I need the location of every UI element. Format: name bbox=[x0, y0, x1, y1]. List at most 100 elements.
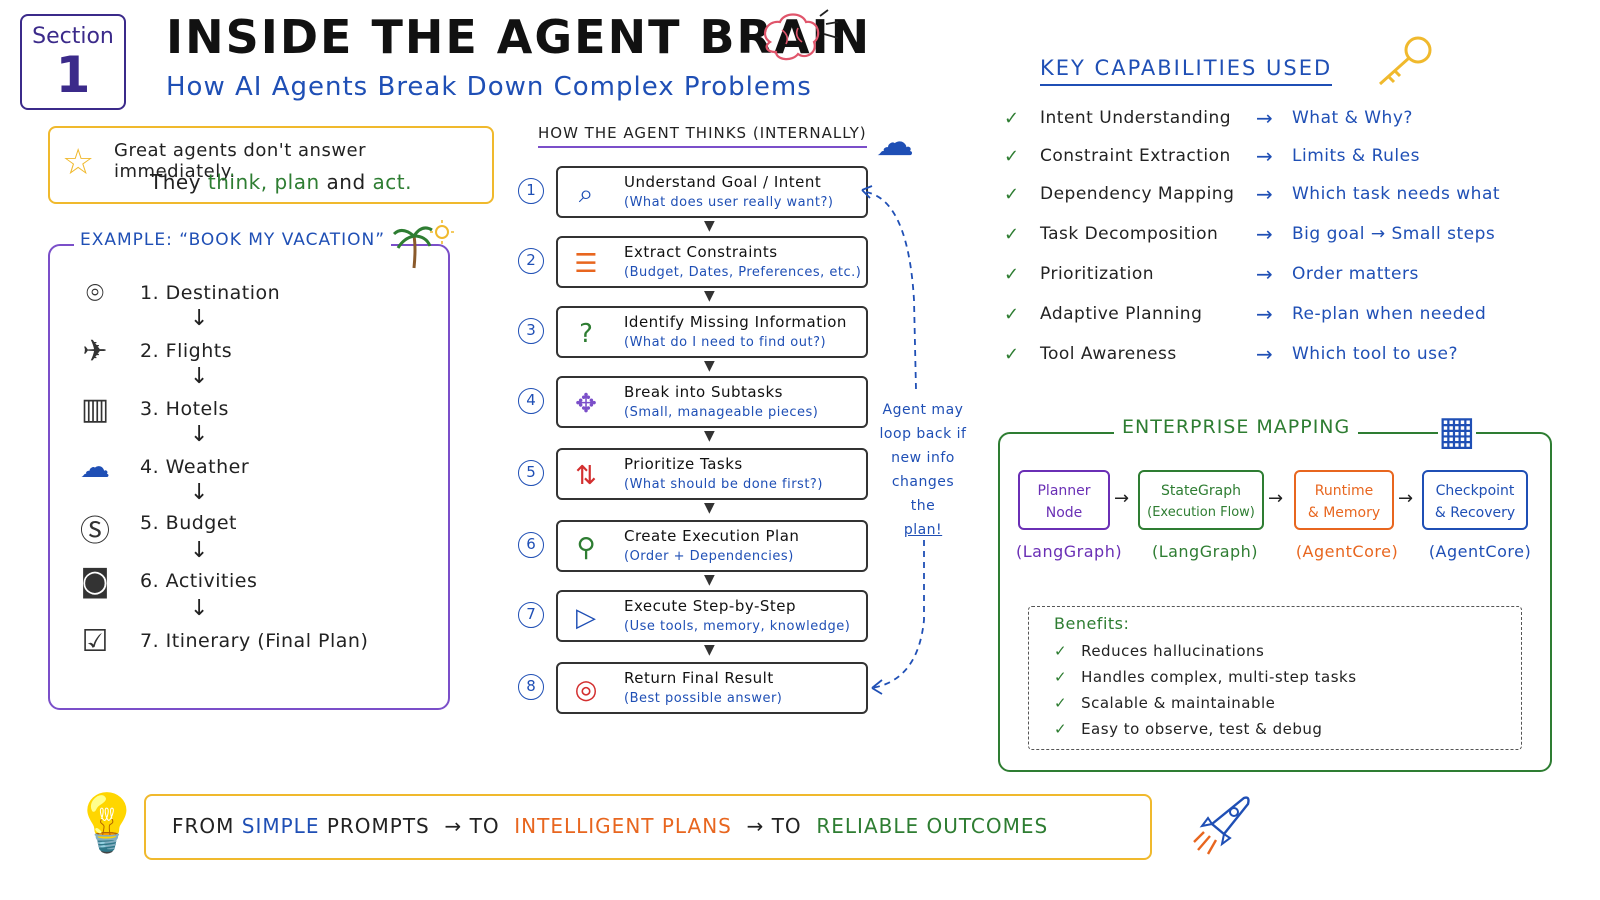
step-title: Extract Constraints bbox=[624, 243, 778, 261]
example-item-label: 6. Activities bbox=[140, 570, 258, 592]
enterprise-title: ENTERPRISE MAPPING bbox=[1114, 416, 1359, 438]
step-detail: (What does user really want?) bbox=[624, 195, 834, 210]
quote-act: act. bbox=[372, 170, 412, 194]
flow-step-execute: ▷ Execute Step-by-Step (Use tools, memor… bbox=[556, 590, 868, 642]
node-line: (Execution Flow) bbox=[1147, 505, 1255, 520]
down-arrow: ↓ bbox=[190, 596, 209, 621]
capability-desc: What & Why? bbox=[1292, 108, 1413, 128]
example-item-label: 2. Flights bbox=[140, 340, 233, 362]
node-line: Checkpoint bbox=[1435, 483, 1515, 499]
quote-line-2: They think, plan and act. bbox=[150, 170, 412, 194]
example-title: EXAMPLE: “BOOK MY VACATION” bbox=[74, 230, 392, 250]
benefit-item: ✓ Scalable & maintainable bbox=[1054, 694, 1275, 712]
brain-icon bbox=[763, 9, 839, 61]
node-line: Node bbox=[1045, 505, 1083, 521]
rocket-icon bbox=[1193, 796, 1250, 855]
example-item-label: 3. Hotels bbox=[140, 398, 229, 420]
play-icon: ▷ bbox=[576, 603, 596, 633]
loop-note-line: plan! bbox=[903, 522, 943, 538]
check-icon: ✓ bbox=[1054, 720, 1068, 738]
benefit-text: Handles complex, multi-step tasks bbox=[1081, 668, 1357, 686]
step-title: Understand Goal / Intent bbox=[624, 173, 822, 191]
check-icon: ✓ bbox=[1004, 264, 1020, 285]
banner-to-1: → TO bbox=[444, 814, 500, 838]
arrow-right-icon: → bbox=[1256, 106, 1273, 130]
banner-intelligent-plans: INTELLIGENT PLANS bbox=[514, 814, 732, 838]
quote-they: They bbox=[150, 170, 202, 194]
arrow-right-icon: → bbox=[1256, 222, 1273, 246]
capability-name: Intent Understanding bbox=[1040, 108, 1232, 128]
puzzle-icon: ✥ bbox=[575, 389, 597, 419]
down-arrow: ▼ bbox=[704, 218, 715, 234]
banner-to-2: → TO bbox=[746, 814, 802, 838]
quote-think: think, bbox=[207, 170, 268, 194]
down-arrow: ↓ bbox=[190, 480, 209, 505]
down-arrow: ▼ bbox=[704, 288, 715, 304]
example-item-hotels: ▥ 3. Hotels bbox=[70, 392, 410, 432]
loop-note-line: loop back if bbox=[879, 426, 967, 442]
quote-and: and bbox=[326, 170, 366, 194]
step-detail: (What should be done first?) bbox=[624, 477, 823, 492]
capability-name: Dependency Mapping bbox=[1040, 184, 1235, 204]
enterprise-node-sub: (AgentCore) bbox=[1295, 542, 1399, 561]
capability-name: Tool Awareness bbox=[1040, 344, 1177, 364]
benefit-text: Scalable & maintainable bbox=[1081, 694, 1276, 712]
capability-desc: Big goal → Small steps bbox=[1292, 224, 1496, 244]
list-icon: ☰ bbox=[574, 249, 598, 279]
arrow-right-icon: → bbox=[1398, 488, 1414, 509]
step-title: Create Execution Plan bbox=[624, 527, 800, 545]
benefit-item: ✓ Easy to observe, test & debug bbox=[1054, 720, 1322, 738]
step-title: Break into Subtasks bbox=[624, 383, 783, 401]
benefit-text: Easy to observe, test & debug bbox=[1081, 720, 1323, 738]
quote-line-1: Great agents don't answer immediately. bbox=[114, 140, 367, 182]
example-item-label: 7. Itinerary (Final Plan) bbox=[140, 630, 369, 652]
capability-row: ✓ Constraint Extraction → Limits & Rules bbox=[1004, 144, 1564, 174]
example-item-itinerary: ☑ 7. Itinerary (Final Plan) bbox=[70, 624, 410, 664]
check-icon: ✓ bbox=[1054, 668, 1068, 686]
step-detail: (Best possible answer) bbox=[624, 691, 783, 706]
down-arrow: ▼ bbox=[704, 428, 715, 444]
example-item-weather: ☁ 4. Weather bbox=[70, 450, 410, 490]
enterprise-node-sub: (AgentCore) bbox=[1428, 542, 1532, 561]
hotel-building-icon: ▥ bbox=[80, 392, 110, 427]
enterprise-node-checkpoint: Checkpoint & Recovery bbox=[1422, 470, 1528, 530]
down-arrow: ↓ bbox=[190, 538, 209, 563]
step-number: 2 bbox=[518, 248, 544, 274]
example-item-budget: Ⓢ 5. Budget bbox=[70, 506, 410, 549]
capability-name: Prioritization bbox=[1040, 264, 1155, 284]
flow-step-understand: ⌕ Understand Goal / Intent (What does us… bbox=[556, 166, 868, 218]
arrow-right-icon: → bbox=[1256, 182, 1273, 206]
node-line: & Memory bbox=[1307, 505, 1381, 521]
node-line: StateGraph bbox=[1160, 483, 1241, 499]
node-line: & Recovery bbox=[1434, 505, 1516, 521]
page-subtitle: How AI Agents Break Down Complex Problem… bbox=[166, 72, 812, 102]
capability-row: ✓ Tool Awareness → Which tool to use? bbox=[1004, 342, 1564, 372]
capability-desc: Which task needs what bbox=[1292, 184, 1501, 204]
down-arrow: ↓ bbox=[190, 306, 209, 331]
arrow-right-icon: → bbox=[1256, 302, 1273, 326]
loop-note-line: changes the bbox=[891, 474, 955, 514]
down-arrow: ↓ bbox=[190, 364, 209, 389]
loop-note: Agent may loop back if new info changes … bbox=[878, 398, 968, 542]
down-arrow: ↓ bbox=[190, 422, 209, 447]
capability-row: ✓ Task Decomposition → Big goal → Small … bbox=[1004, 222, 1564, 252]
camera-icon: ◙ bbox=[80, 564, 110, 599]
hierarchy-icon: ⚲ bbox=[576, 533, 596, 563]
check-icon: ✓ bbox=[1054, 642, 1068, 660]
down-arrow: ▼ bbox=[704, 572, 715, 588]
arrow-right-icon: → bbox=[1268, 488, 1284, 509]
capability-desc: Re-plan when needed bbox=[1292, 304, 1487, 324]
step-number: 3 bbox=[518, 318, 544, 344]
step-title: Execute Step-by-Step bbox=[624, 597, 797, 615]
benefit-item: ✓Reduces hallucinations bbox=[1054, 642, 1264, 660]
step-detail: (What do I need to find out?) bbox=[624, 335, 827, 350]
magnifier-icon: ⌕ bbox=[578, 179, 594, 209]
check-icon: ✓ bbox=[1004, 108, 1020, 129]
weather-cloud-sun-icon: ☁ bbox=[80, 450, 110, 485]
quote-plan: plan bbox=[274, 170, 320, 194]
step-number: 6 bbox=[518, 532, 544, 558]
target-icon: ◎ bbox=[574, 675, 598, 705]
check-icon: ✓ bbox=[1054, 694, 1068, 712]
step-number: 4 bbox=[518, 388, 544, 414]
flow-header: HOW THE AGENT THINKS (INTERNALLY) bbox=[538, 124, 867, 148]
